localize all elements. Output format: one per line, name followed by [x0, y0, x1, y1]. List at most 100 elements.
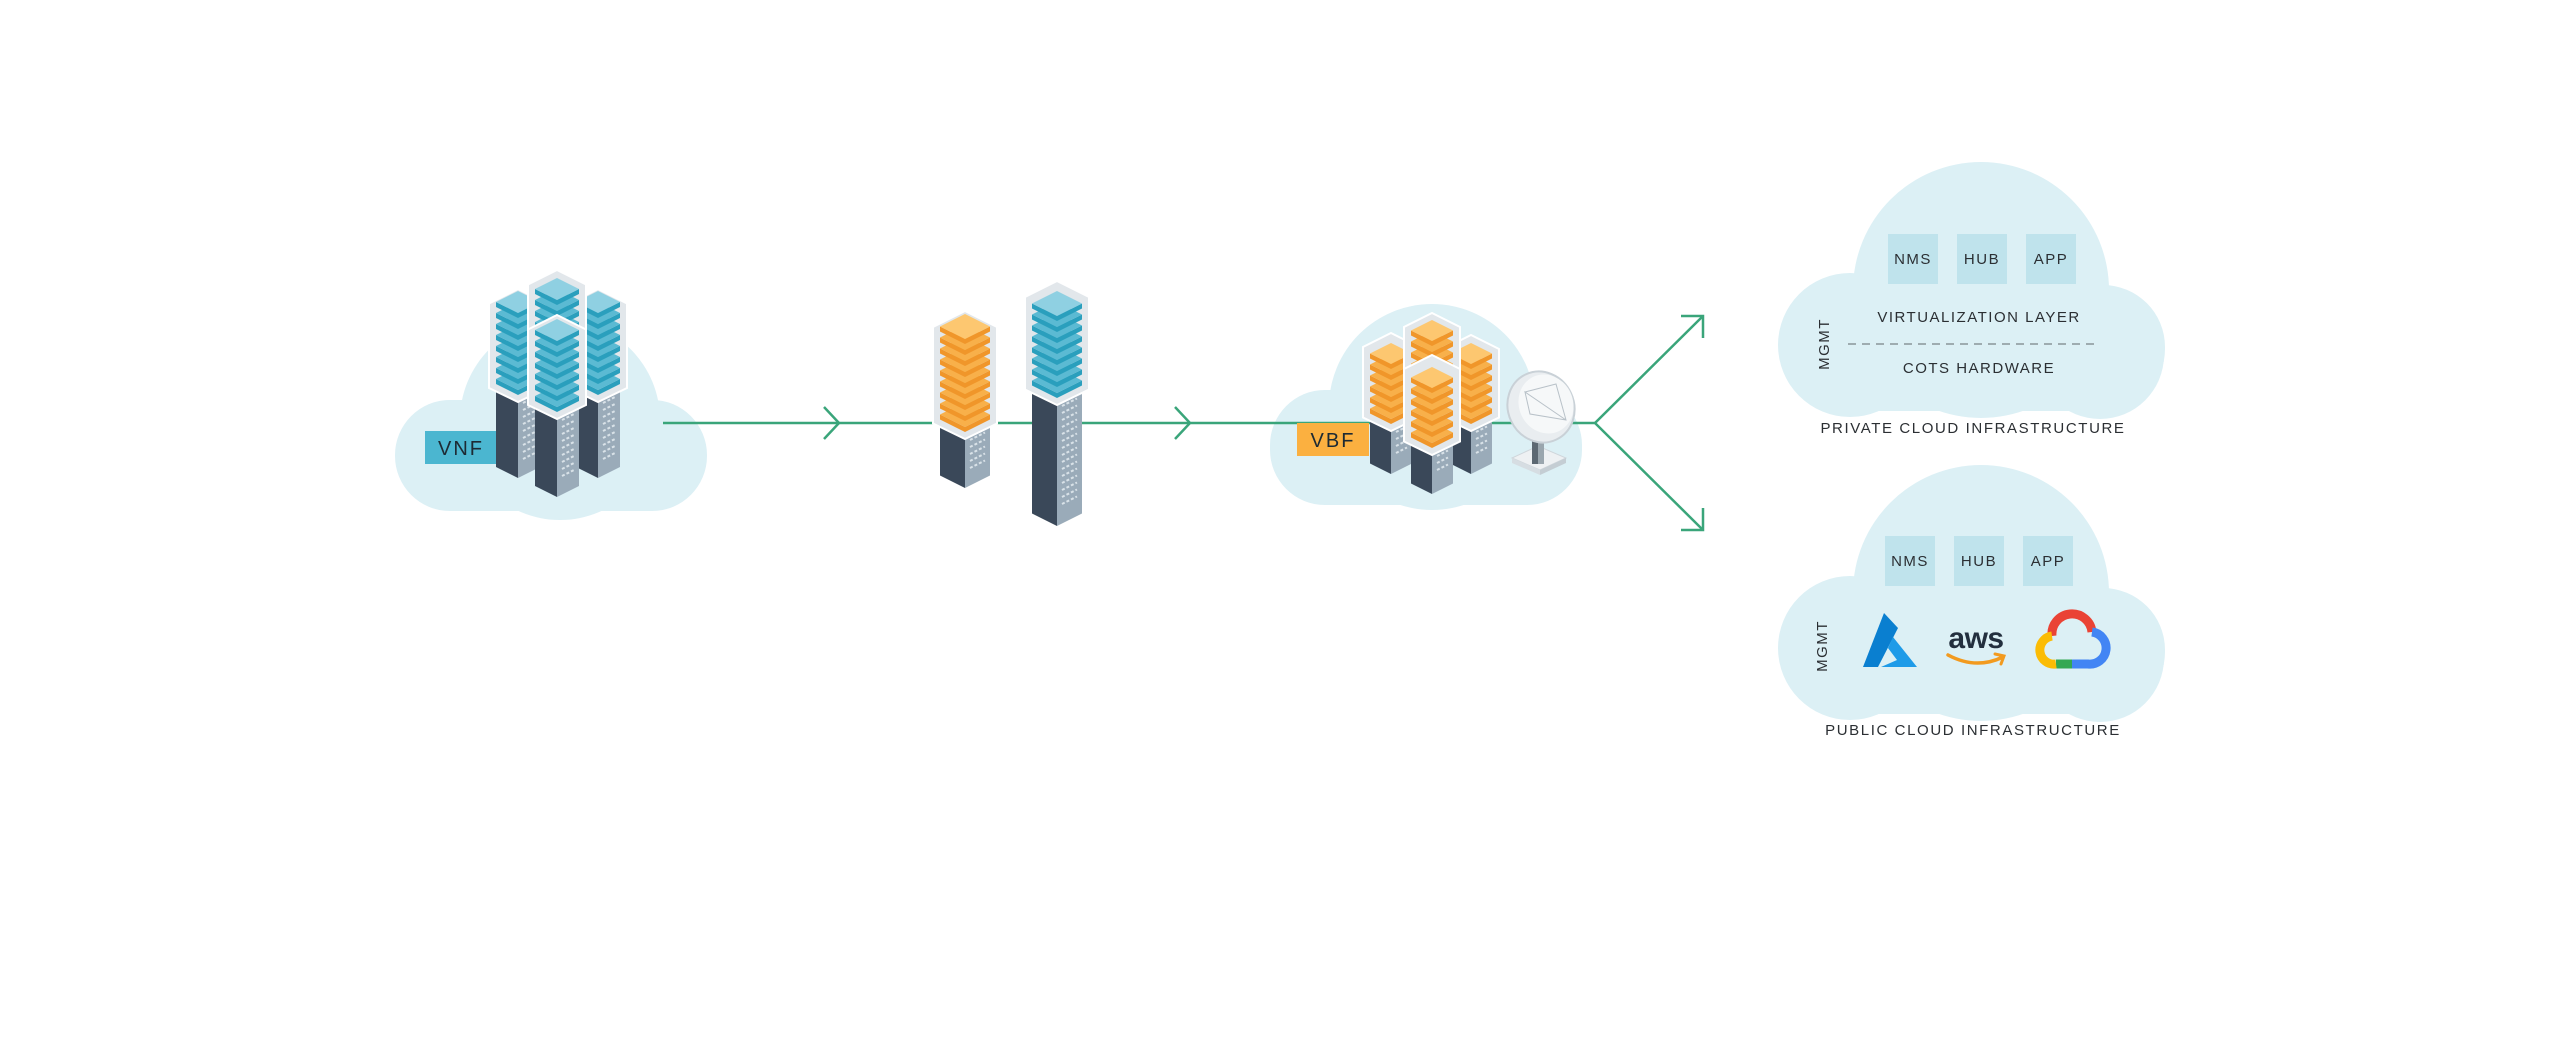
server-layer-side	[535, 374, 579, 390]
server-grille	[969, 445, 986, 455]
server-layer-side	[1032, 347, 1082, 365]
server-layer-side	[940, 392, 990, 410]
server-grille	[1061, 481, 1078, 491]
server-layer-side	[1411, 432, 1453, 448]
vbf-node[interactable]: VBF	[1297, 423, 1369, 456]
module-box-nms[interactable]	[1888, 234, 1938, 284]
server-layer-top	[1411, 320, 1453, 341]
server-layer-side	[940, 348, 990, 366]
server-grille	[561, 427, 575, 435]
server-grille	[969, 438, 986, 448]
server-layer-top	[1032, 291, 1082, 316]
server-face-right	[557, 401, 579, 497]
private-cloud-caption: PRIVATE CLOUD INFRASTRUCTURE	[1820, 420, 2125, 437]
module-box-hub[interactable]	[1954, 536, 2004, 586]
server-face-right	[598, 384, 620, 478]
server-grille	[969, 431, 986, 441]
vbf-server-tower-front	[1403, 353, 1461, 494]
server-grille	[1061, 411, 1078, 421]
server-grille	[1475, 425, 1488, 433]
server-grille	[522, 424, 536, 432]
orange-server-tower	[932, 309, 998, 488]
flow-branch-public	[1594, 422, 1704, 531]
server-grille	[1061, 488, 1078, 498]
server-grille	[602, 452, 616, 460]
server-layer-side	[535, 363, 579, 379]
module-label: HUB	[1964, 251, 2000, 268]
module-box-app[interactable]	[2023, 536, 2073, 586]
server-layer-side	[535, 341, 579, 357]
public-cloud-shape	[1778, 465, 2165, 722]
server-grille	[1061, 460, 1078, 470]
server-grille	[1061, 453, 1078, 463]
server-grille	[522, 431, 536, 439]
server-grille	[561, 448, 575, 456]
private-cloud-shape	[1778, 162, 2165, 419]
server-grille	[1061, 418, 1078, 428]
server-grille	[602, 396, 616, 404]
server-layer-side	[535, 330, 579, 346]
server-grille	[1475, 439, 1488, 447]
server-layer-top	[1411, 367, 1453, 388]
server-layer-top	[535, 319, 579, 341]
server-grille	[1061, 432, 1078, 442]
server-grille	[602, 417, 616, 425]
public-cloud-caption: PUBLIC CLOUD INFRASTRUCTURE	[1825, 722, 2121, 739]
mgmt-label: MGMT	[1814, 620, 1831, 672]
server-face-right	[1057, 385, 1082, 526]
server-face-left	[1032, 385, 1057, 526]
server-grille	[1061, 446, 1078, 456]
server-grille	[522, 438, 536, 446]
cloud-side-bump	[1778, 273, 1922, 417]
server-face-left	[496, 384, 518, 478]
server-grille	[522, 445, 536, 453]
server-layer-side	[1032, 325, 1082, 343]
server-grille	[969, 452, 986, 462]
module-label: APP	[2031, 553, 2066, 570]
server-layer-side	[1032, 369, 1082, 387]
server-layer-side	[940, 326, 990, 344]
server-layer-side	[1411, 410, 1453, 426]
server-layer-top	[940, 314, 990, 339]
server-grille	[1475, 446, 1488, 454]
server-grille	[522, 417, 536, 425]
google-cloud-logo-icon	[2035, 609, 2111, 669]
server-grille	[602, 431, 616, 439]
module-label: NMS	[1894, 251, 1932, 268]
server-grille	[522, 410, 536, 418]
server-layer-side	[1032, 358, 1082, 376]
public-cloud[interactable]: NMS HUB APP MGMT aws PUBLIC CLOUD INFRAS…	[1814, 536, 2121, 739]
server-layer-top	[1370, 343, 1412, 364]
server-grille	[561, 469, 575, 477]
module-box-app[interactable]	[2026, 234, 2076, 284]
server-grille	[561, 462, 575, 470]
server-grille	[1395, 446, 1408, 454]
server-grille	[1061, 425, 1078, 435]
private-cloud[interactable]: NMS HUB APP MGMT VIRTUALIZATION LAYER CO…	[1816, 234, 2126, 437]
server-grille	[602, 445, 616, 453]
vbf-label-box	[1297, 423, 1369, 456]
server-layer-side	[535, 300, 579, 316]
server-layer-side	[940, 370, 990, 388]
server-layer-side	[1411, 377, 1453, 393]
module-box-nms[interactable]	[1885, 536, 1935, 586]
flow-branch-private	[1594, 315, 1704, 424]
server-layer-side	[940, 359, 990, 377]
public-modules: NMS HUB APP	[1885, 536, 2073, 586]
arrow-corner-icon	[1681, 314, 1705, 338]
module-box-hub[interactable]	[1957, 234, 2007, 284]
server-layer-side	[1032, 336, 1082, 354]
blue-server-tower	[1024, 279, 1090, 526]
vnf-node[interactable]: VNF	[425, 431, 497, 464]
cloud-side-bump	[2036, 291, 2164, 419]
vnf-label-box	[425, 431, 497, 464]
server-layer-side	[535, 396, 579, 412]
cloud-side-bump	[1778, 576, 1922, 720]
azure-logo-icon	[1863, 613, 1917, 667]
server-layer-side	[1032, 380, 1082, 398]
server-grille	[561, 434, 575, 442]
server-grille	[1061, 397, 1078, 407]
server-grille	[602, 410, 616, 418]
aws-logo-text: aws	[1948, 622, 2003, 655]
